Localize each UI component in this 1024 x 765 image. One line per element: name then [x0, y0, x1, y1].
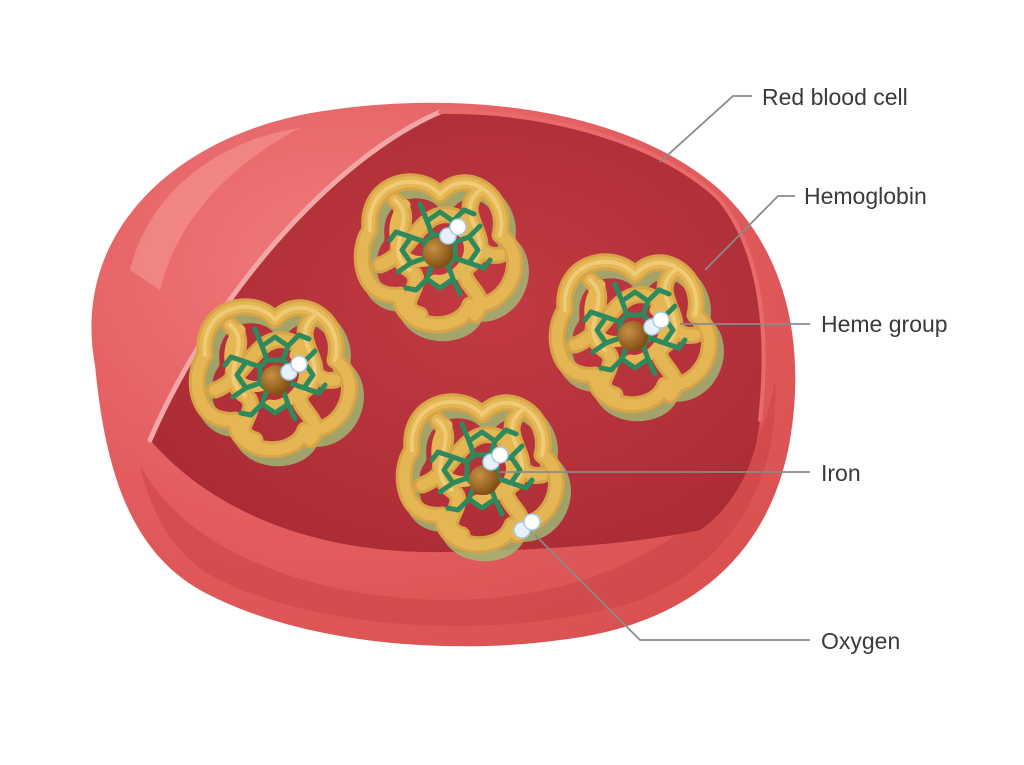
label-hemoglobin: Hemoglobin	[804, 185, 927, 208]
label-heme-group: Heme group	[821, 313, 948, 336]
label-iron: Iron	[821, 462, 861, 485]
leader-line-red-blood-cell	[660, 96, 752, 162]
label-red-blood-cell: Red blood cell	[762, 86, 908, 109]
label-oxygen: Oxygen	[821, 630, 900, 653]
